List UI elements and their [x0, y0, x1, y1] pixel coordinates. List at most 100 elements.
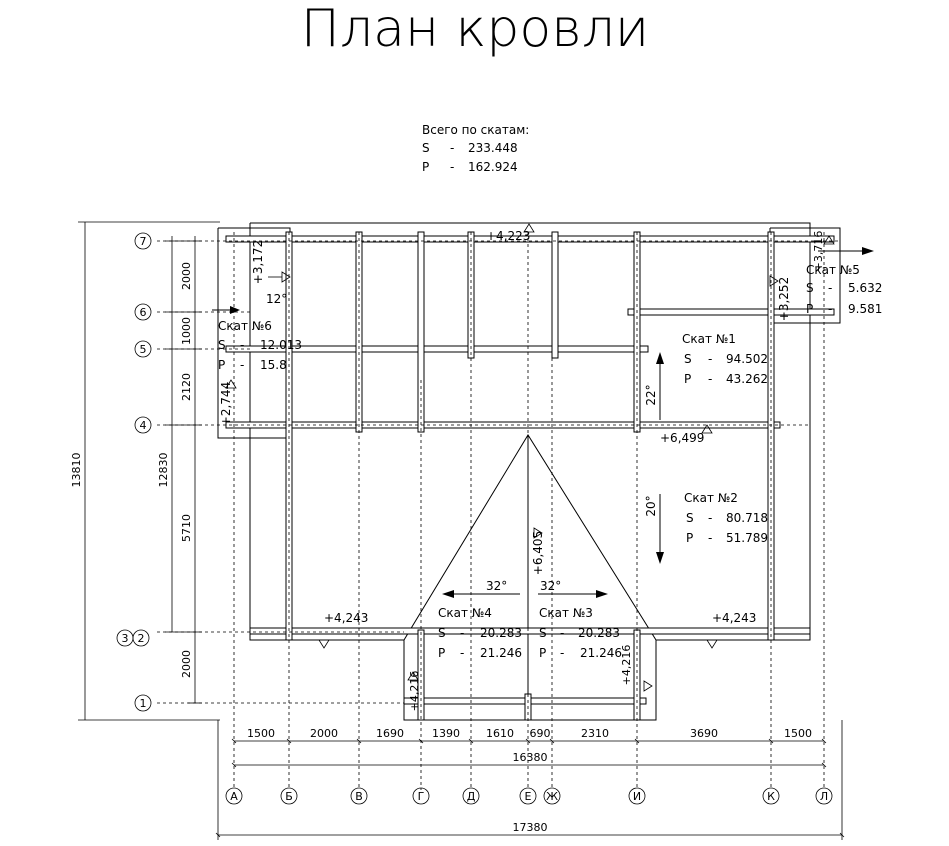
svg-text:-: -: [708, 372, 712, 386]
svg-text:-: -: [460, 646, 464, 660]
row-dim-total-outer: 13810: [70, 453, 83, 488]
slope-label-4: Скат №4 S - 20.283 P - 21.246: [438, 606, 522, 660]
angle-label-22: 22°: [644, 384, 658, 405]
row-dim-total-inner: 12830: [157, 453, 170, 488]
svg-text:-: -: [708, 531, 712, 545]
col-dim-total-inner: 16380: [513, 751, 548, 764]
column-axis-markers: А Б В Г Д Е Ж И К Л: [225, 787, 833, 805]
elevation-eave-right: +4,243: [712, 611, 756, 625]
svg-text:-: -: [708, 352, 712, 366]
svg-text:P: P: [806, 302, 813, 316]
svg-text:-: -: [828, 302, 832, 316]
svg-text:-: -: [460, 626, 464, 640]
horizontal-beams: [225, 235, 835, 705]
svg-text:15.8: 15.8: [260, 358, 287, 372]
col-axis-b: Б: [285, 790, 293, 803]
left-dimension-chain: [78, 221, 220, 721]
svg-text:94.502: 94.502: [726, 352, 768, 366]
svg-text:-: -: [240, 338, 244, 352]
totals-s-label: S: [422, 141, 430, 155]
row-dimension-labels: 2000 1000 2120 5710 2000 12830 13810: [70, 262, 193, 678]
row-dim-1: 2000: [180, 262, 193, 290]
elevation-eave-left: +4,243: [324, 611, 368, 625]
row-dim-5: 2000: [180, 650, 193, 678]
row-dim-2: 1000: [180, 317, 193, 345]
elevation-gable: +6,405: [531, 531, 545, 575]
elevation-marks: +4,223 +3,172 +6,499 +2,744 +6,405 +4,24…: [219, 223, 835, 712]
svg-text:-: -: [560, 626, 564, 640]
svg-text:-: -: [240, 358, 244, 372]
col-dim-total-outer: 17380: [513, 821, 548, 834]
elevation-right-block: +3,252: [777, 277, 791, 321]
totals-p-value: 162.924: [468, 160, 518, 174]
totals-p-label: P: [422, 160, 429, 174]
svg-text:S: S: [806, 281, 814, 295]
svg-text:P: P: [218, 358, 225, 372]
col-dim-2: 2000: [310, 727, 338, 740]
roof-outline: [217, 222, 841, 721]
col-axis-d: Д: [467, 790, 476, 803]
elevation-left-mid: +2,744: [219, 382, 233, 426]
totals-heading: Всего по скатам:: [422, 123, 529, 137]
svg-text:P: P: [438, 646, 445, 660]
angle-label-12: 12°: [266, 292, 287, 306]
row-axis-2: 2: [138, 632, 145, 645]
svg-text:20.283: 20.283: [480, 626, 522, 640]
axis-gridlines: [157, 232, 840, 790]
totals-block: Всего по скатам: S - 233.448 P - 162.924: [422, 123, 529, 174]
svg-text:S: S: [218, 338, 226, 352]
slope-label-2: Скат №2 S - 80.718 P - 51.789: [684, 491, 768, 545]
row-axis-markers: 7 6 5 4 3 2 1: [116, 232, 152, 712]
col-axis-i: И: [633, 790, 641, 803]
col-axis-v: В: [355, 790, 363, 803]
slope-label-6: Скат №6 S - 12.013 P - 15.8: [218, 319, 302, 372]
svg-text:12.013: 12.013: [260, 338, 302, 352]
svg-text:-: -: [560, 646, 564, 660]
svg-text:5.632: 5.632: [848, 281, 882, 295]
row-axis-3: 3: [122, 632, 129, 645]
row-axis-6: 6: [140, 306, 147, 319]
svg-text:P: P: [686, 531, 693, 545]
slope-arrows: 12° 22° 20° 32° 32°: [212, 247, 874, 598]
svg-text:Скат №1: Скат №1: [682, 332, 736, 346]
elevation-left-top: +3,172: [251, 240, 265, 284]
col-axis-g: Г: [418, 790, 425, 803]
svg-text:Скат №2: Скат №2: [684, 491, 738, 505]
row-dim-4: 5710: [180, 514, 193, 542]
svg-text:-: -: [708, 511, 712, 525]
page-title: План кровли: [301, 0, 649, 59]
col-axis-l: Л: [820, 790, 828, 803]
col-dim-4: 1390: [432, 727, 460, 740]
svg-text:S: S: [539, 626, 547, 640]
slope-label-5: Скат №5 S - 5.632 P - 9.581: [806, 263, 882, 316]
row-dim-3: 2120: [180, 373, 193, 401]
col-dim-8: 3690: [690, 727, 718, 740]
col-dim-1: 1500: [247, 727, 275, 740]
col-dim-9: 1500: [784, 727, 812, 740]
slope-label-1: Скат №1 S - 94.502 P - 43.262: [682, 332, 768, 386]
angle-label-20: 20°: [644, 495, 658, 516]
row-axis-5: 5: [140, 343, 147, 356]
svg-text:S: S: [684, 352, 692, 366]
angle-label-32-left: 32°: [486, 579, 507, 593]
svg-text:Скат №5: Скат №5: [806, 263, 860, 277]
totals-s-value: 233.448: [468, 141, 518, 155]
svg-text:Скат №6: Скат №6: [218, 319, 272, 333]
svg-text:S: S: [686, 511, 694, 525]
svg-text:P: P: [684, 372, 691, 386]
row-axis-4: 4: [140, 419, 147, 432]
svg-text:-: -: [828, 281, 832, 295]
elevation-porch-right: +4,216: [620, 645, 633, 686]
elevation-porch-left: +4,216: [408, 671, 421, 712]
svg-text:P: P: [539, 646, 546, 660]
col-axis-k: К: [767, 790, 775, 803]
column-dimension-labels: 1500 2000 1690 1390 1610 690 2310 3690 1…: [247, 727, 812, 834]
svg-text:80.718: 80.718: [726, 511, 768, 525]
row-axis-1: 1: [140, 697, 147, 710]
col-dim-3: 1690: [376, 727, 404, 740]
svg-text:21.246: 21.246: [580, 646, 622, 660]
svg-text:Скат №3: Скат №3: [539, 606, 593, 620]
col-dim-6: 690: [530, 727, 551, 740]
angle-label-32-right: 32°: [540, 579, 561, 593]
